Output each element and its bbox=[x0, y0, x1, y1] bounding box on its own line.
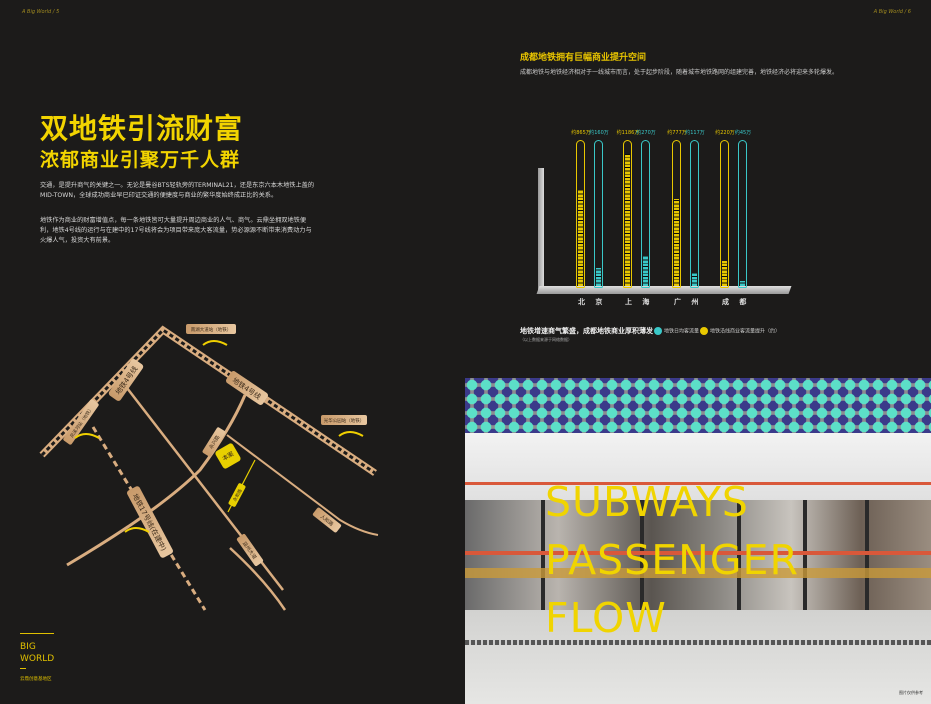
chart-axis-wall bbox=[538, 168, 544, 294]
door-frame bbox=[865, 500, 869, 610]
intro-paragraph-2: 地铁作为商业的财富增值点，每一条地铁皆可大量提升周边商业的人气、商气。云鼎坐拥双… bbox=[40, 217, 312, 244]
page-subtitle: 浓郁商业引聚万千人群 bbox=[40, 149, 241, 171]
bar-daily bbox=[641, 140, 650, 288]
brand-dash bbox=[20, 668, 26, 669]
subway-photo: SUBWAYS PASSENGER FLOW 图片仅供参考 bbox=[465, 378, 931, 704]
headline-line-1: SUBWAYS bbox=[545, 478, 749, 526]
photo-wall bbox=[465, 433, 931, 501]
metro-line-17 bbox=[91, 426, 207, 611]
station-nanhu: 南湖大道站（地铁） bbox=[191, 326, 232, 333]
chart-note: （以上数据来源于网络数据） bbox=[520, 337, 572, 342]
chart-subtitle: 成都地铁与地铁经济相对于一线城市而言，处于起步阶段，随着城市地铁路网的组建完善，… bbox=[520, 69, 839, 76]
x-tick-label: 上 海 bbox=[625, 298, 654, 306]
intro-paragraph-1: 交通，是提升商气的关键之一。无论是曼谷BTS轻轨旁的TERMINAL21，还是东… bbox=[40, 182, 315, 199]
bar-daily bbox=[738, 140, 747, 288]
bar-fill bbox=[740, 280, 745, 286]
bar-fill bbox=[643, 255, 648, 286]
data-label: 约160万 bbox=[589, 130, 609, 136]
x-tick-label: 广 州 bbox=[674, 298, 703, 306]
door-frame bbox=[541, 500, 545, 610]
bar-fill bbox=[596, 268, 601, 286]
headline-line-3: FLOW bbox=[545, 594, 667, 642]
door-frame bbox=[640, 500, 644, 610]
bar-fill bbox=[625, 153, 630, 286]
brand-rule bbox=[20, 633, 54, 634]
chart-title: 成都地铁拥有巨幅商业提升空间 bbox=[520, 53, 647, 63]
bar-commercial bbox=[672, 140, 681, 288]
station-guanghua: 光华公园站（地铁） bbox=[324, 417, 365, 424]
photo-tactile-strip bbox=[465, 640, 931, 645]
metro-logo-icon bbox=[74, 340, 364, 533]
page-folio-left: A Big World / 5 bbox=[22, 9, 60, 15]
bar-daily bbox=[594, 140, 603, 288]
page-folio-right: A Big World / 6 bbox=[873, 9, 911, 15]
photo-stripe bbox=[465, 551, 931, 555]
bar-fill bbox=[722, 261, 727, 286]
bar-fill bbox=[674, 199, 679, 286]
data-label: 约45万 bbox=[734, 130, 752, 136]
photo-floor bbox=[465, 610, 931, 704]
data-label: 约865万 bbox=[571, 130, 591, 136]
door-frame bbox=[803, 500, 807, 610]
x-tick-label: 成 都 bbox=[722, 298, 751, 306]
data-label: 约117万 bbox=[685, 130, 705, 136]
bar-commercial bbox=[576, 140, 585, 288]
photo-ceiling bbox=[465, 378, 931, 433]
bar-fill bbox=[578, 189, 583, 286]
page-title: 双地铁引流财富 bbox=[40, 112, 244, 145]
data-label: 约777万 bbox=[667, 130, 687, 136]
chart-caption: 地铁增速商气繁盛，成都地铁商业厚积薄发 bbox=[520, 327, 653, 335]
x-tick-label: 北 京 bbox=[578, 298, 607, 306]
photo-redline bbox=[465, 482, 931, 485]
data-label: 约270万 bbox=[636, 130, 656, 136]
photo-stripe bbox=[465, 568, 931, 578]
location-map: 地铁4号线 地铁4号线 地铁17号线(在建中) 凤溪河站（地铁） 永兴路 人和路… bbox=[39, 324, 379, 611]
legend-item-daily: 地铁日均客流量 bbox=[654, 327, 699, 335]
bar-daily bbox=[690, 140, 699, 288]
door-frame bbox=[737, 500, 741, 610]
data-label: 约1186万 bbox=[616, 130, 640, 136]
headline-line-2: PASSENGER bbox=[545, 536, 799, 584]
chart-axis-floor bbox=[536, 286, 792, 294]
photo-caption: 图片仅供参考 bbox=[899, 690, 923, 695]
legend-item-commercial: 地铁沿线商业客流量提升（约） bbox=[700, 327, 780, 335]
bar-commercial bbox=[623, 140, 632, 288]
data-label: 约220万 bbox=[715, 130, 735, 136]
brand-tagline: 云鼎创意基地区 bbox=[20, 677, 52, 682]
bar-fill bbox=[692, 272, 697, 286]
bar-commercial bbox=[720, 140, 729, 288]
